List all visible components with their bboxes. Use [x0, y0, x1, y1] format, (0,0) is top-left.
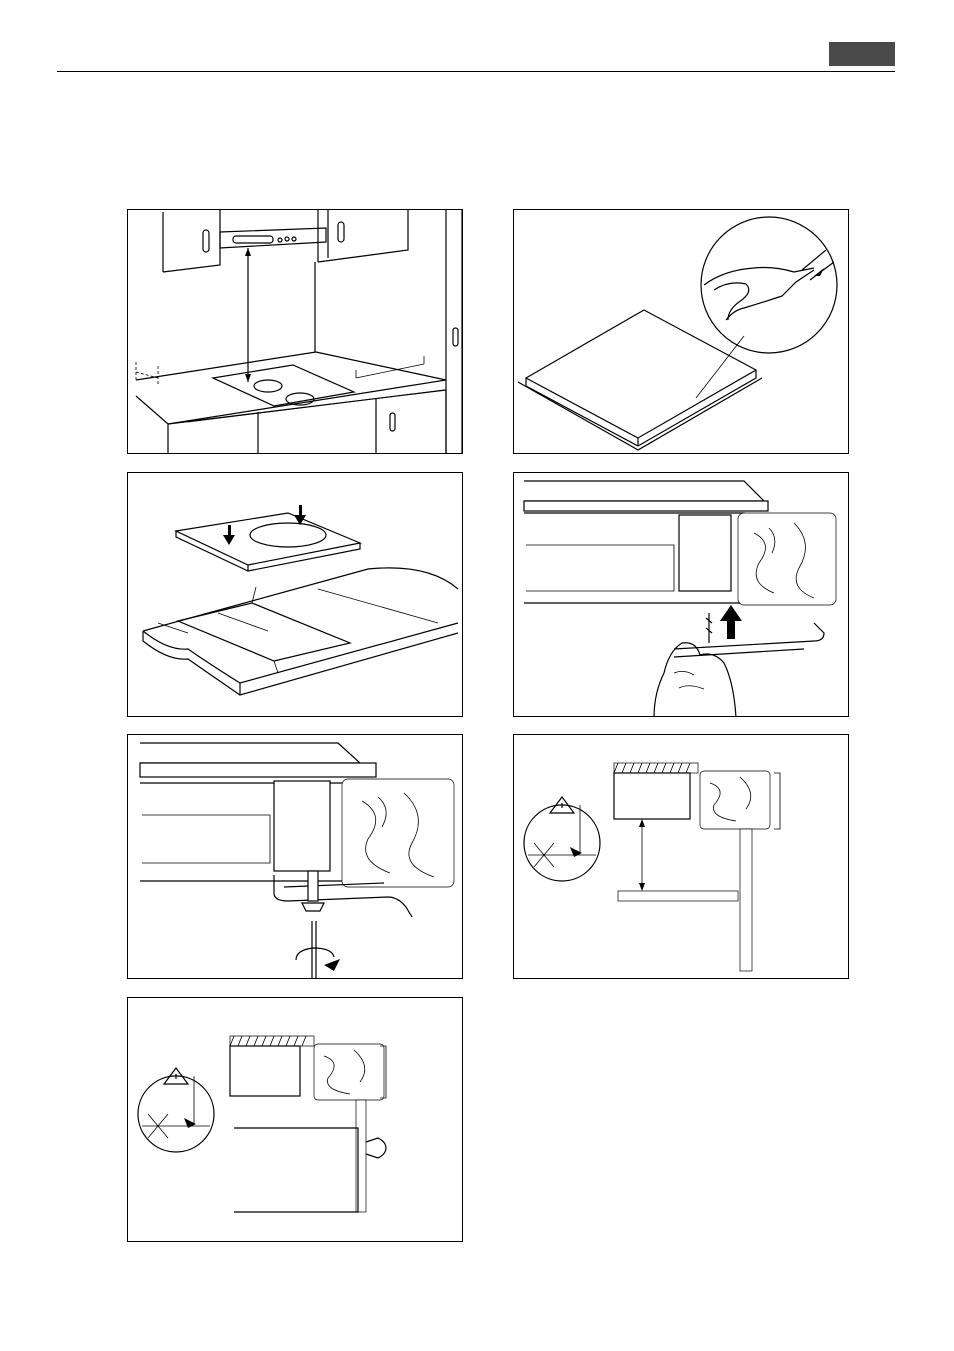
figure-bracket — [513, 472, 849, 717]
shelf-gap-warning-illustration — [514, 735, 849, 979]
language-tab — [829, 42, 895, 66]
door-gap-warning-illustration — [128, 998, 463, 1242]
figure-door-gap — [127, 997, 463, 1242]
bracket-insertion-illustration — [514, 473, 849, 717]
figure-cutout — [127, 472, 463, 717]
figure-screw-tighten — [127, 734, 463, 979]
figure-seal-strip — [513, 209, 849, 454]
screw-tighten-illustration — [128, 735, 463, 979]
figure-shelf-gap — [513, 734, 849, 979]
figure-clearances — [127, 209, 463, 454]
seal-strip-illustration — [514, 210, 849, 454]
worktop-cutout-illustration — [128, 473, 463, 717]
header-rule — [57, 71, 895, 72]
hood-clearance-illustration — [128, 210, 463, 454]
